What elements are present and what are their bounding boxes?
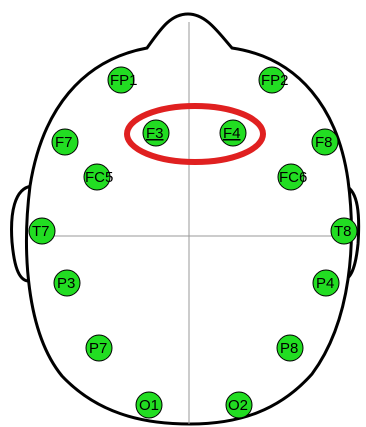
electrode-p7: P7 xyxy=(86,335,112,361)
electrode-f8: F8 xyxy=(312,129,338,155)
electrode-label: P3 xyxy=(57,275,75,292)
electrode-f7: F7 xyxy=(52,129,78,155)
electrode-label: FP2 xyxy=(261,72,289,89)
electrode-label: F3 xyxy=(146,125,164,142)
electrode-label: T8 xyxy=(334,223,352,240)
electrode-p8: P8 xyxy=(277,335,303,361)
electrode-f4: F4 xyxy=(220,120,246,146)
electrode-label: P4 xyxy=(316,275,334,292)
electrode-label: T7 xyxy=(32,223,50,240)
electrode-label: F7 xyxy=(55,134,73,151)
electrode-p4: P4 xyxy=(313,270,339,296)
electrode-t7: T7 xyxy=(29,218,55,244)
electrode-label: F8 xyxy=(315,134,333,151)
electrode-o1: O1 xyxy=(136,392,162,418)
electrode-label: O2 xyxy=(228,397,248,414)
electrode-label: P8 xyxy=(280,340,298,357)
electrode-t8: T8 xyxy=(331,218,357,244)
electrode-p3: P3 xyxy=(54,270,80,296)
electrode-label: FC5 xyxy=(85,169,113,186)
electrode-label: O1 xyxy=(139,397,159,414)
electrode-label: FC6 xyxy=(279,169,307,186)
electrode-label: FP1 xyxy=(110,72,138,89)
electrode-label: F4 xyxy=(223,125,241,142)
electrode-o2: O2 xyxy=(226,392,252,418)
electrode-f3: F3 xyxy=(143,120,169,146)
electrode-label: P7 xyxy=(89,340,107,357)
